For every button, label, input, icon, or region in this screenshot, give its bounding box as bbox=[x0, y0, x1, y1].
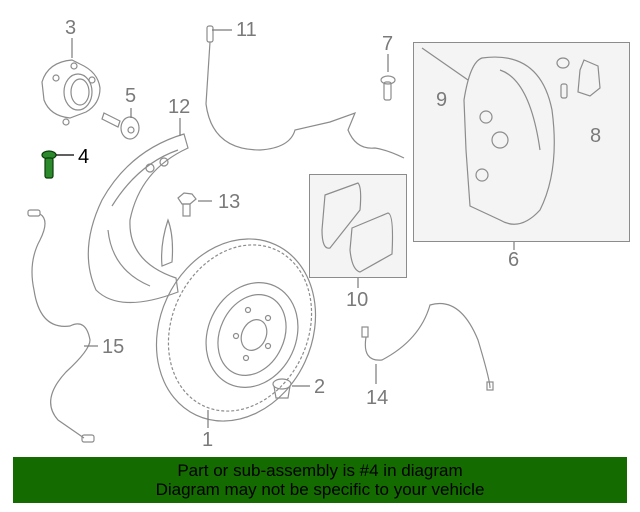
caliper-group-box bbox=[413, 42, 630, 242]
callout-4[interactable]: 4 bbox=[78, 146, 90, 168]
callout-15[interactable]: 15 bbox=[102, 336, 125, 358]
shield-bolt-drawing bbox=[177, 192, 197, 217]
callout-9[interactable]: 9 bbox=[436, 89, 448, 111]
plug-drawing bbox=[272, 378, 292, 399]
wheel-hub-drawing bbox=[41, 59, 101, 126]
callout-14[interactable]: 14 bbox=[366, 387, 389, 409]
banner-line-1: Part or sub-assembly is #4 in diagram bbox=[177, 461, 463, 480]
callout-10[interactable]: 10 bbox=[346, 289, 369, 311]
bleeder-screw-drawing bbox=[380, 75, 396, 101]
callout-2[interactable]: 2 bbox=[314, 376, 326, 398]
brake-rotor-drawing bbox=[155, 238, 317, 422]
callout-13[interactable]: 13 bbox=[218, 191, 241, 213]
callout-3[interactable]: 3 bbox=[65, 17, 77, 39]
abs-sensor-drawing bbox=[27, 209, 95, 443]
wheel-bolt-drawing bbox=[101, 112, 140, 140]
callout-6[interactable]: 6 bbox=[508, 249, 520, 271]
wear-sensor-drawing bbox=[205, 25, 405, 159]
callout-11[interactable]: 11 bbox=[236, 19, 257, 41]
banner-line-2: Diagram may not be specific to your vehi… bbox=[155, 480, 485, 499]
callout-5[interactable]: 5 bbox=[125, 85, 137, 107]
info-banner: Part or sub-assembly is #4 in diagram Di… bbox=[13, 457, 627, 503]
callout-7[interactable]: 7 bbox=[382, 33, 394, 55]
brake-hose-drawing bbox=[361, 303, 494, 391]
bolt-4-drawing bbox=[41, 150, 57, 179]
callout-1[interactable]: 1 bbox=[202, 429, 214, 451]
callout-8[interactable]: 8 bbox=[590, 125, 602, 147]
splash-shield-drawing bbox=[87, 133, 189, 304]
callout-12[interactable]: 12 bbox=[168, 96, 191, 118]
